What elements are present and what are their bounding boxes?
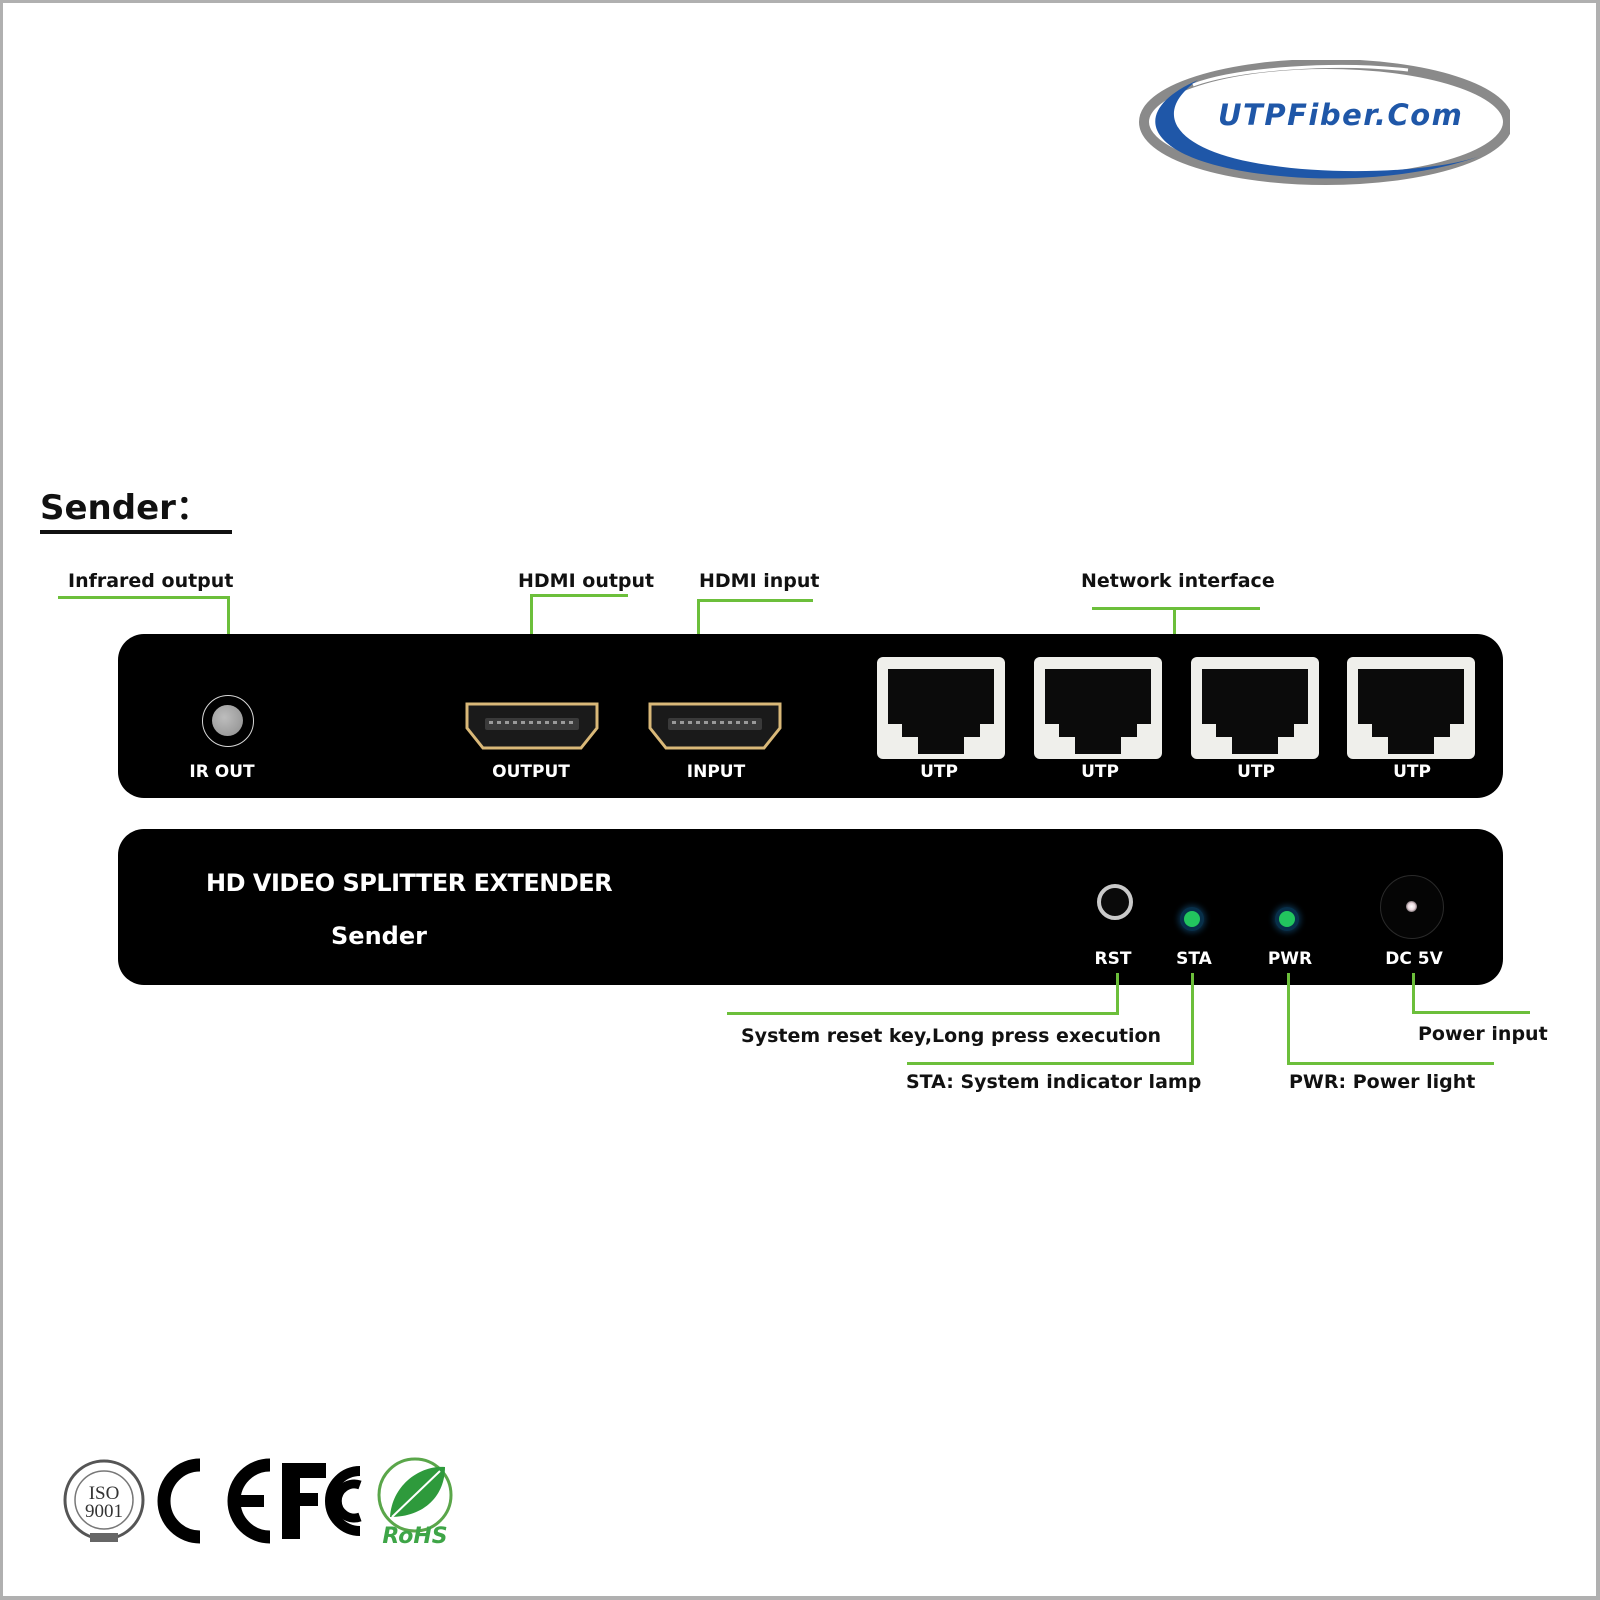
callout-line [697, 599, 813, 602]
callout-line [530, 594, 533, 666]
brand-logo: UTPFiber.Com [1138, 59, 1513, 190]
fcc-mark-icon [282, 1463, 362, 1539]
utp-port-1-icon [877, 657, 1005, 759]
rear-panel: IR OUT OUTPUT INPUT UTP UTP UTP [118, 634, 1503, 798]
callout-hdmi-output: HDMI output [518, 570, 655, 592]
callout-sta: STA: System indicator lamp [906, 1071, 1202, 1093]
callout-line [1116, 973, 1119, 1015]
port-label-utp-3: UTP [1237, 762, 1275, 782]
control-label-dc: DC 5V [1385, 949, 1443, 969]
callout-line [1287, 973, 1290, 1065]
callout-line [58, 596, 230, 599]
reset-button-icon [1097, 884, 1133, 920]
certification-logos: ISO 9001 RoHS [63, 1457, 453, 1545]
port-label-ir-out: IR OUT [189, 762, 255, 782]
callout-power-input: Power input [1418, 1023, 1548, 1045]
callout-reset-key: System reset key,Long press execution [741, 1025, 1162, 1047]
control-label-pwr: PWR [1267, 949, 1313, 969]
port-label-utp-4: UTP [1393, 762, 1431, 782]
front-panel: HD VIDEO SPLITTER EXTENDER Sender RST ST… [118, 829, 1503, 985]
svg-text:9001: 9001 [85, 1501, 123, 1522]
svg-text:RoHS: RoHS [382, 1524, 447, 1545]
ce-mark-icon [157, 1458, 271, 1544]
device-subtitle: Sender [331, 922, 427, 950]
callout-line [727, 1012, 1119, 1015]
device-title: HD VIDEO SPLITTER EXTENDER [206, 869, 613, 897]
rohs-mark-icon: RoHS [377, 1457, 453, 1545]
callout-line [530, 594, 628, 597]
iso-9001-icon: ISO 9001 [63, 1459, 145, 1542]
dc-power-jack-icon [1380, 875, 1444, 939]
ir-out-jack-icon [202, 695, 254, 747]
svg-text:ISO: ISO [89, 1483, 120, 1504]
control-label-rst: RST [1094, 949, 1132, 969]
port-label-input: INPUT [686, 762, 746, 782]
callout-pwr: PWR: Power light [1289, 1071, 1476, 1093]
port-label-utp-2: UTP [1081, 762, 1119, 782]
control-label-sta: STA [1176, 949, 1212, 969]
sta-led-icon [1184, 911, 1200, 927]
callout-line [1412, 973, 1415, 1014]
callout-infrared-output: Infrared output [68, 570, 234, 592]
utp-port-4-icon [1347, 657, 1475, 759]
utp-port-2-icon [1034, 657, 1162, 759]
port-label-utp-1: UTP [920, 762, 958, 782]
callout-line [697, 599, 700, 667]
utp-port-3-icon [1191, 657, 1319, 759]
callout-line [227, 596, 230, 668]
logo-text: UTPFiber.Com [1218, 98, 1464, 132]
callout-line [1191, 973, 1194, 1065]
hdmi-input-port-icon [648, 702, 782, 750]
logo-swoosh-icon [1139, 59, 1513, 185]
port-label-output: OUTPUT [492, 762, 570, 782]
callout-line [1173, 607, 1176, 657]
section-title: Sender： [40, 486, 232, 534]
callout-line [1092, 607, 1260, 610]
hdmi-output-port-icon [465, 702, 599, 750]
callout-line [1287, 1062, 1494, 1065]
pwr-led-icon [1279, 911, 1295, 927]
callout-hdmi-input: HDMI input [699, 570, 820, 592]
callout-network-interface: Network interface [1081, 570, 1275, 592]
callout-line [1412, 1011, 1530, 1014]
callout-line [907, 1062, 1194, 1065]
